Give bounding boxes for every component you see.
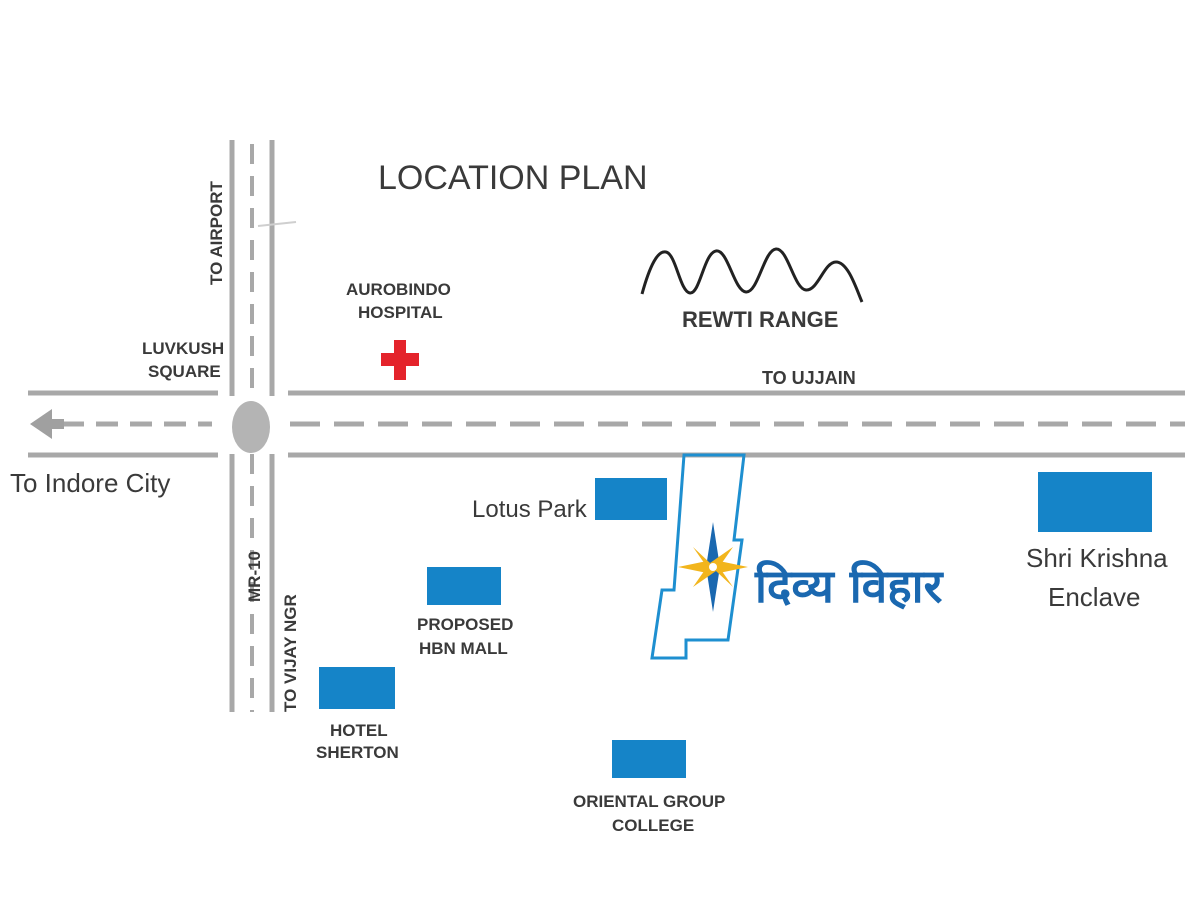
oriental-college-label-1: ORIENTAL GROUP bbox=[573, 792, 725, 811]
map-title: LOCATION PLAN bbox=[378, 159, 648, 197]
shri-krishna-enclave-building bbox=[1038, 472, 1152, 532]
mr10-label: MR-10 bbox=[245, 551, 264, 602]
shri-krishna-enclave-label-1: Shri Krishna bbox=[1026, 543, 1168, 573]
shri-krishna-enclave-label-2: Enclave bbox=[1048, 582, 1141, 612]
hbn-mall-label-1: PROPOSED bbox=[417, 615, 513, 634]
luvkush-square-label-1: LUVKUSH bbox=[142, 339, 224, 358]
aurobindo-hospital-label-2: HOSPITAL bbox=[358, 303, 443, 322]
hbn-mall-building bbox=[427, 567, 501, 605]
lotus-park-label: Lotus Park bbox=[472, 496, 588, 523]
vertical-road bbox=[229, 140, 297, 712]
to-airport-label: TO AIRPORT bbox=[207, 180, 226, 285]
compass-star-icon bbox=[678, 522, 748, 612]
arrow-left-icon bbox=[30, 409, 64, 439]
mountain-range-icon bbox=[640, 247, 864, 303]
hotel-sherton-building bbox=[319, 667, 395, 709]
hospital-cross-icon bbox=[381, 340, 419, 380]
lotus-park-building bbox=[595, 478, 667, 520]
hotel-sherton-label-2: SHERTON bbox=[316, 743, 399, 762]
to-vijay-ngr-label: TO VIJAY NGR bbox=[281, 594, 300, 712]
project-site-outline bbox=[650, 453, 746, 660]
project-name-label: दिव्य विहार bbox=[754, 559, 945, 613]
luvkush-roundabout bbox=[232, 401, 270, 453]
to-ujjain-label: TO UJJAIN bbox=[762, 368, 856, 388]
oriental-college-label-2: COLLEGE bbox=[612, 816, 694, 835]
aurobindo-hospital-label-1: AUROBINDO bbox=[346, 280, 451, 299]
rewti-range-label: REWTI RANGE bbox=[682, 307, 838, 332]
luvkush-square-label-2: SQUARE bbox=[148, 362, 221, 381]
hotel-sherton-label-1: HOTEL bbox=[330, 721, 388, 740]
main-road bbox=[28, 390, 1185, 458]
oriental-college-building bbox=[612, 740, 686, 778]
to-indore-city-label: To Indore City bbox=[10, 468, 170, 498]
hbn-mall-label-2: HBN MALL bbox=[419, 639, 508, 658]
